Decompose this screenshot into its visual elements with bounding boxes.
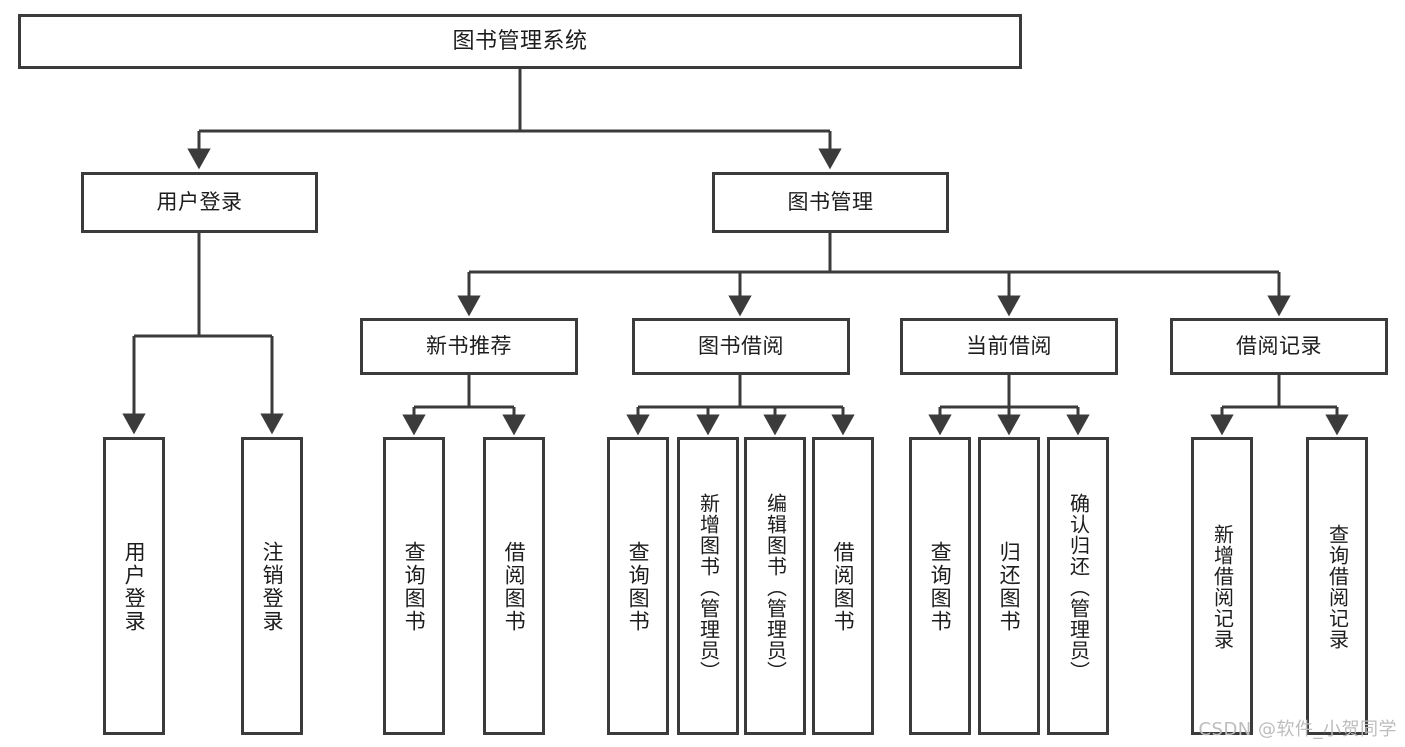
node-label: 用户登录 (122, 541, 147, 633)
node-label: 图书管理 (787, 190, 874, 215)
leaf-confirm-return-admin[interactable]: 确认归还（管理员） (1047, 437, 1109, 735)
node-label: 查询图书 (928, 541, 953, 633)
node-root-library-system[interactable]: 图书管理系统 (18, 14, 1022, 69)
node-borrow-record[interactable]: 借阅记录 (1170, 318, 1388, 375)
leaf-query-book-current[interactable]: 查询图书 (909, 437, 971, 735)
leaf-edit-book-admin[interactable]: 编辑图书（管理员） (744, 437, 806, 735)
leaf-logout-login[interactable]: 注销登录 (241, 437, 303, 735)
leaf-query-borrow-record[interactable]: 查询借阅记录 (1306, 437, 1368, 735)
node-label: 图书借阅 (698, 334, 784, 359)
node-new-book-recommend[interactable]: 新书推荐 (360, 318, 578, 375)
node-label: 新增借阅记录 (1210, 524, 1235, 650)
node-label: 新增图书（管理员） (696, 492, 721, 682)
node-label: 查询图书 (402, 541, 427, 633)
node-label: 借阅图书 (502, 541, 527, 633)
node-label: 用户登录 (156, 190, 243, 215)
leaf-return-book[interactable]: 归还图书 (978, 437, 1040, 735)
node-label: 查询借阅记录 (1325, 524, 1350, 650)
node-user-login[interactable]: 用户登录 (81, 172, 318, 233)
node-label: 注销登录 (260, 541, 285, 633)
node-label: 查询图书 (626, 541, 651, 633)
leaf-borrow-book[interactable]: 借阅图书 (812, 437, 874, 735)
node-label: 编辑图书（管理员） (763, 492, 788, 682)
node-current-borrow[interactable]: 当前借阅 (900, 318, 1118, 375)
node-label: 当前借阅 (966, 334, 1052, 359)
node-book-borrow[interactable]: 图书借阅 (632, 318, 850, 375)
csdn-watermark: CSDN @软件_小贺同学 (1198, 719, 1397, 740)
leaf-borrow-book-recommend[interactable]: 借阅图书 (483, 437, 545, 735)
node-label: 确认归还（管理员） (1066, 492, 1091, 682)
node-label: 借阅记录 (1236, 334, 1322, 359)
leaf-query-book-recommend[interactable]: 查询图书 (383, 437, 445, 735)
leaf-add-borrow-record[interactable]: 新增借阅记录 (1191, 437, 1253, 735)
node-label: 新书推荐 (426, 334, 512, 359)
node-book-management[interactable]: 图书管理 (712, 172, 949, 233)
node-label: 图书管理系统 (452, 28, 588, 54)
leaf-add-book-admin[interactable]: 新增图书（管理员） (677, 437, 739, 735)
leaf-user-login[interactable]: 用户登录 (103, 437, 165, 735)
node-label: 归还图书 (997, 541, 1022, 633)
node-label: 借阅图书 (831, 541, 856, 633)
leaf-query-book-borrow[interactable]: 查询图书 (607, 437, 669, 735)
